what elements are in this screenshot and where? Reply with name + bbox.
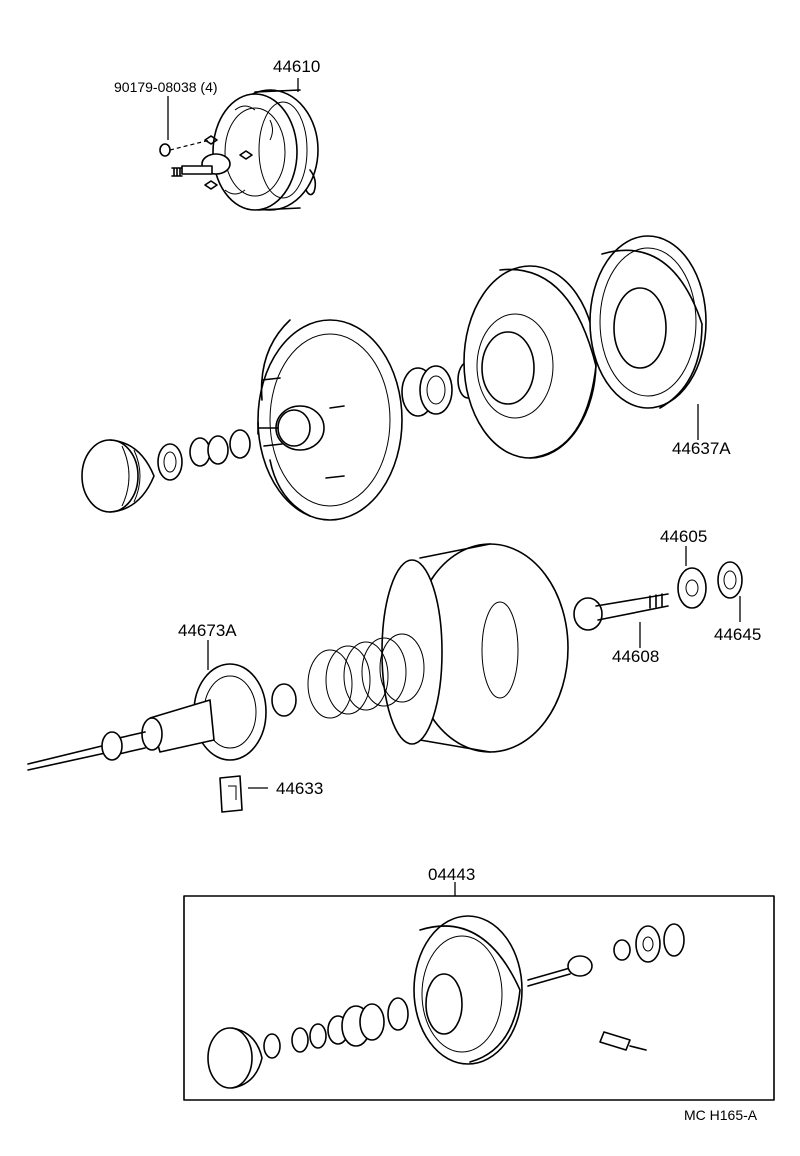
part-label-44605: 44605 <box>660 527 708 546</box>
front-shell <box>463 265 597 459</box>
plunger-assembly-44673a <box>27 663 267 771</box>
part-label-44637a: 44637A <box>672 439 731 458</box>
part-label-44610: 44610 <box>273 57 321 76</box>
part-label-44645: 44645 <box>714 625 762 644</box>
retainer-44645 <box>717 561 743 599</box>
kit-04443-frame <box>183 895 775 1101</box>
housing <box>381 543 569 753</box>
spring <box>271 633 425 719</box>
part-label-90179-08038: 90179-08038 (4) <box>114 79 218 95</box>
bearing-44605 <box>677 567 707 609</box>
figure-code: MC H165-A <box>684 1107 758 1123</box>
kit-04443-parts <box>207 915 685 1089</box>
rear-shell <box>257 319 403 521</box>
part-label-44633: 44633 <box>276 779 324 798</box>
clip-44633 <box>219 775 243 813</box>
booster-assembly-44610 <box>159 89 319 211</box>
diaphragm-44637a <box>589 235 707 409</box>
part-label-04443: 04443 <box>428 865 476 884</box>
part-label-44608: 44608 <box>612 647 660 666</box>
part-label-44673a: 44673A <box>178 621 237 640</box>
boot-and-seals-middle <box>81 429 251 513</box>
push-rod-44608 <box>573 593 669 631</box>
